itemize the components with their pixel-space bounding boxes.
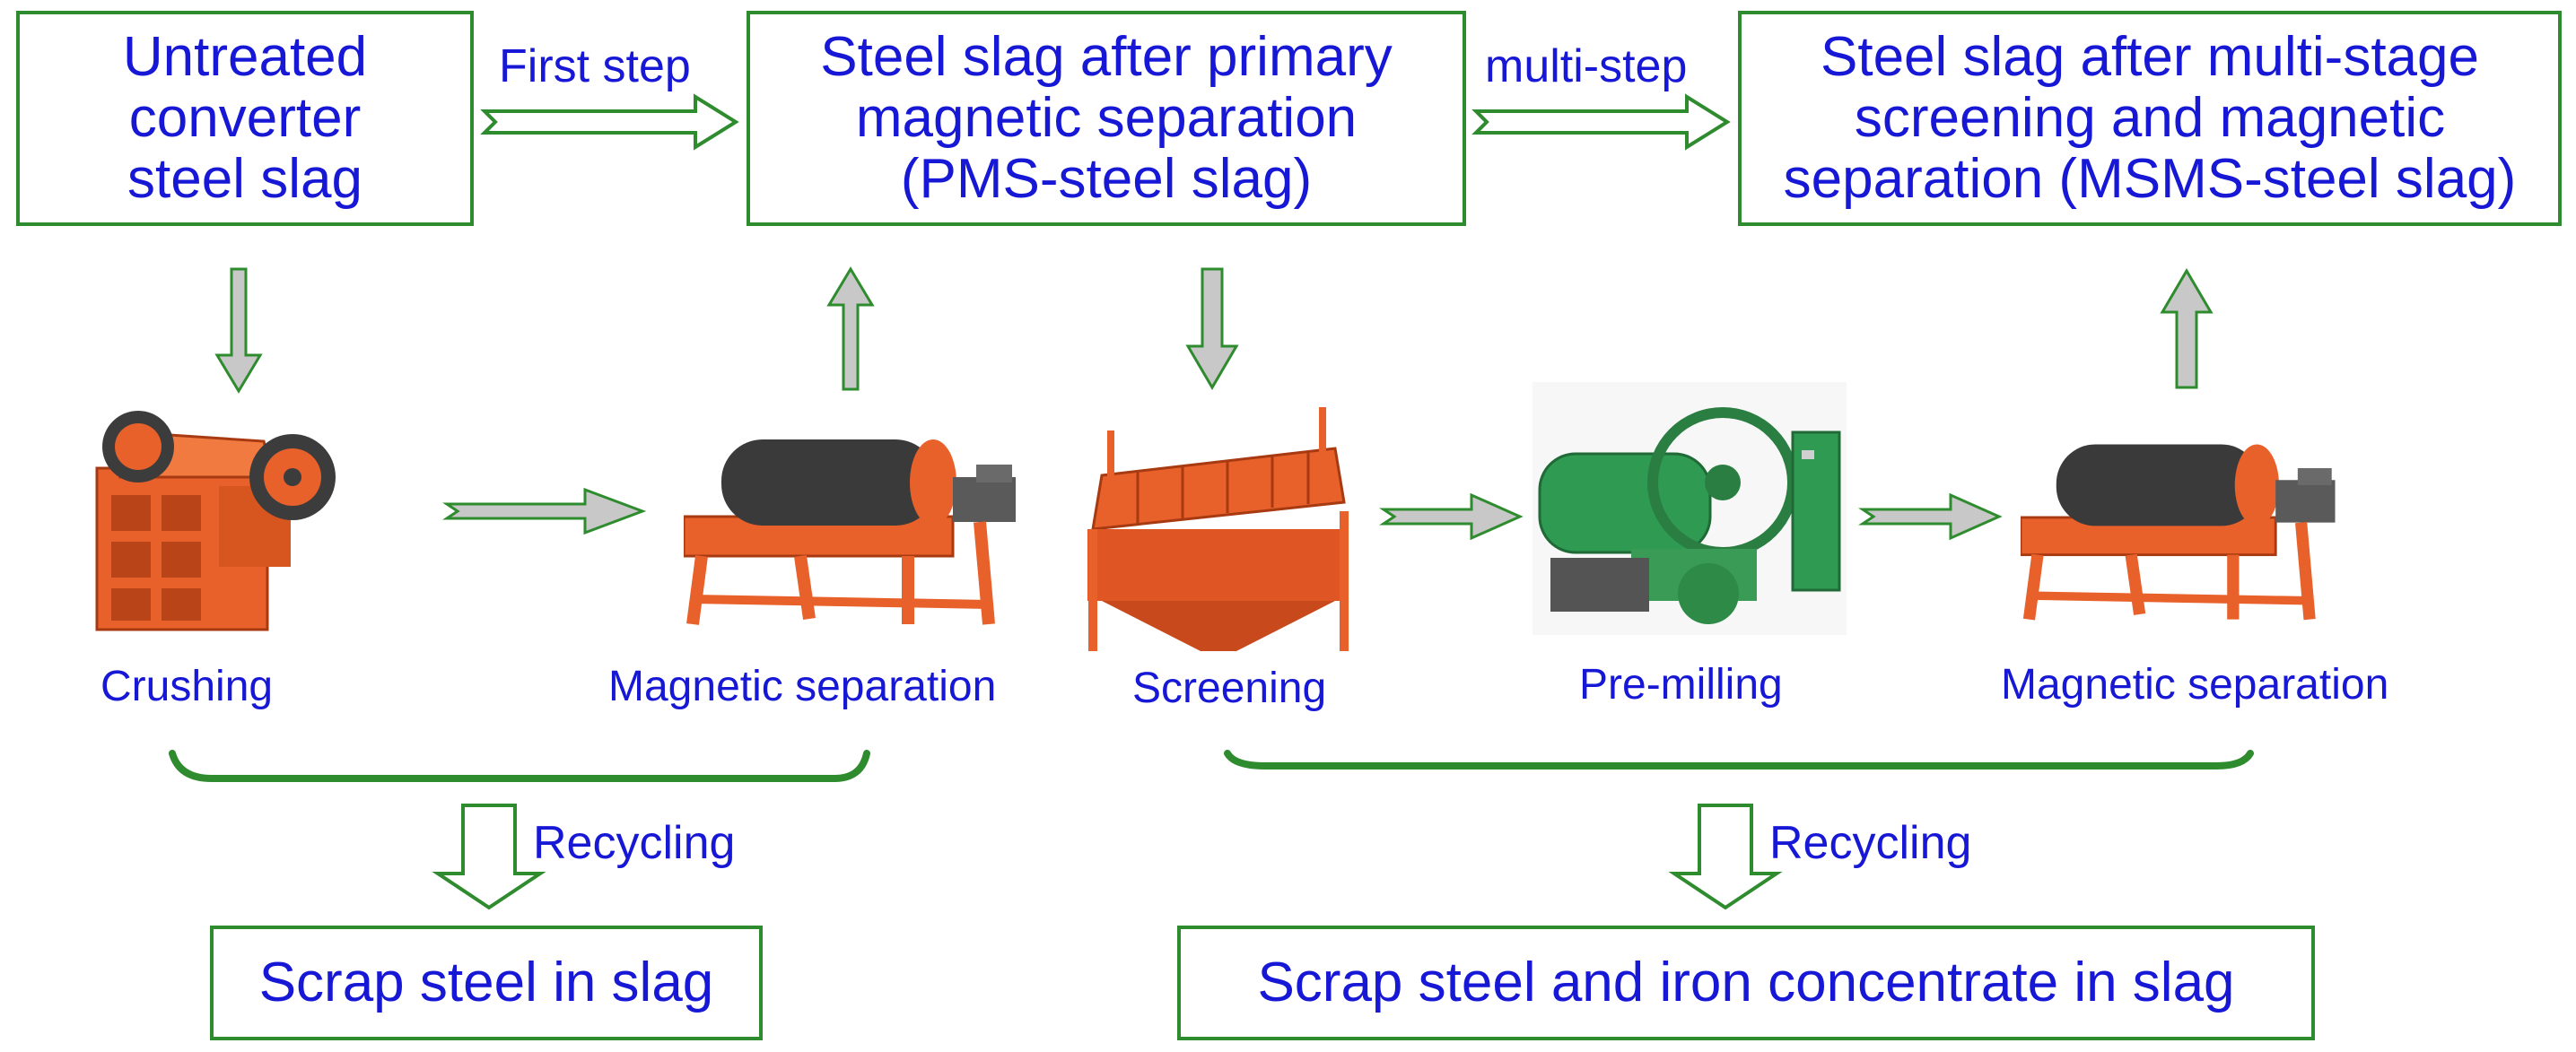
multi-step-label: multi-step xyxy=(1485,40,1688,92)
left-bracket xyxy=(169,750,870,782)
recycling-right-label: Recycling xyxy=(1769,817,1972,869)
scrap-steel-text: Scrap steel in slag xyxy=(258,951,714,1013)
scrap-steel-box: Scrap steel in slag xyxy=(210,926,763,1040)
down-arrow-to-screening xyxy=(1185,267,1239,390)
msms-slag-box: Steel slag after multi-stage screening a… xyxy=(1738,11,2562,226)
untreated-slag-box: Untreated converter steel slag xyxy=(16,11,474,226)
jaw-crusher-image xyxy=(95,411,336,631)
pms-line-1: Steel slag after primary xyxy=(820,25,1393,88)
up-arrow-to-pms xyxy=(826,266,875,391)
pms-slag-box: Steel slag after primary magnetic separa… xyxy=(747,11,1466,226)
vibrating-screen-image xyxy=(1087,407,1349,651)
magnetic-separation-right-label: Magnetic separation xyxy=(2001,661,2389,709)
recycling-right-arrow xyxy=(1668,804,1783,910)
recycling-left-arrow xyxy=(432,804,546,910)
magnetic-separator-left-image xyxy=(684,439,1016,625)
down-arrow-to-crushing xyxy=(214,267,263,394)
crushing-label: Crushing xyxy=(100,663,274,710)
scrap-iron-concentrate-box: Scrap steel and iron concentrate in slag xyxy=(1177,926,2315,1040)
msms-line-2: screening and magnetic xyxy=(1854,86,2446,149)
magnetic-separator-right-image xyxy=(2021,444,2336,621)
ball-mill-image xyxy=(1533,382,1847,635)
untreated-line-2: converter xyxy=(128,86,362,149)
pms-line-2: magnetic separation xyxy=(855,86,1358,149)
pre-milling-label: Pre-milling xyxy=(1579,661,1783,709)
pms-line-3: (PMS-steel slag) xyxy=(900,148,1313,211)
untreated-line-1: Untreated xyxy=(122,25,368,88)
multi-step-arrow xyxy=(1471,93,1731,151)
recycling-left-label: Recycling xyxy=(533,817,736,869)
premilling-to-magnetic-arrow xyxy=(1858,492,2003,541)
msms-line-1: Steel slag after multi-stage xyxy=(1820,25,2479,88)
right-bracket xyxy=(1224,750,2254,769)
first-step-label: First step xyxy=(499,40,691,92)
screening-label: Screening xyxy=(1132,665,1327,712)
first-step-arrow xyxy=(480,93,739,151)
untreated-line-3: steel slag xyxy=(127,148,362,211)
scrap-iron-text: Scrap steel and iron concentrate in slag xyxy=(1257,951,2235,1013)
msms-line-3: separation (MSMS-steel slag) xyxy=(1783,148,2517,211)
up-arrow-to-msms xyxy=(2160,268,2214,389)
crushing-to-magnetic-arrow xyxy=(442,487,647,535)
magnetic-separation-left-label: Magnetic separation xyxy=(608,663,997,710)
screening-to-premilling-arrow xyxy=(1379,492,1524,541)
